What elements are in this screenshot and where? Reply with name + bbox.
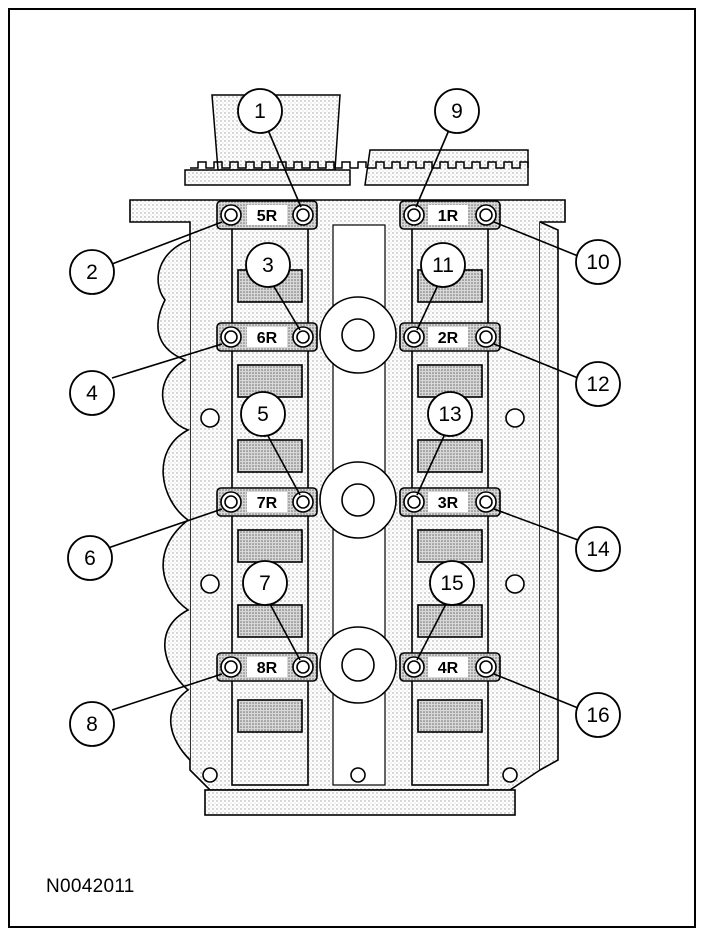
- cap-5r: [216, 200, 318, 230]
- cap-label-6r: 6R: [257, 330, 278, 347]
- cap-7r: [216, 487, 318, 517]
- callout-circle-16: [575, 692, 621, 738]
- callout-13: 13: [438, 403, 461, 426]
- callout-15: 15: [440, 572, 463, 595]
- cap-label-8r: 8R: [257, 660, 278, 677]
- cap-label-5r: 5R: [257, 208, 278, 225]
- callout-4: 4: [86, 382, 98, 405]
- callout-14: 14: [586, 538, 610, 561]
- cap-labels: 5R 1R 6R 2R 7R 3R 8R 4R: [257, 208, 459, 677]
- cap-label-3r: 3R: [438, 495, 459, 512]
- callout-circle-13: [427, 391, 473, 437]
- callout-3: 3: [262, 254, 274, 277]
- callout-10: 10: [586, 251, 609, 274]
- callout-circle-14: [575, 526, 621, 572]
- callout-circle-5: [240, 391, 286, 437]
- figure-code: N0042011: [46, 876, 135, 897]
- bearing-caps: [216, 200, 501, 682]
- callout-circles: [67, 88, 621, 747]
- callout-circle-2: [69, 249, 115, 295]
- callout-circle-8: [69, 701, 115, 747]
- callout-12: 12: [586, 373, 609, 396]
- cap-3r: [399, 487, 501, 517]
- cap-8r: [216, 652, 318, 682]
- cap-label-2r: 2R: [438, 330, 459, 347]
- callout-16: 16: [586, 704, 609, 727]
- cap-label-4r: 4R: [438, 660, 459, 677]
- callout-circle-1: [237, 88, 283, 134]
- callout-circle-6: [67, 535, 113, 581]
- cap-6r: [216, 322, 318, 352]
- callout-numbers: 1 2 3 4 5 6 7 8 9 10 11 12 13 14 15 16: [84, 100, 610, 736]
- callout-8: 8: [86, 713, 98, 736]
- callout-circle-15: [429, 560, 475, 606]
- callout-5: 5: [257, 403, 269, 426]
- callout-circle-3: [245, 242, 291, 288]
- callout-2: 2: [86, 261, 98, 284]
- callout-9: 9: [451, 100, 463, 123]
- callout-7: 7: [259, 572, 271, 595]
- figure-frame: [8, 8, 696, 928]
- leader-lines: [107, 129, 579, 711]
- callout-11: 11: [432, 254, 454, 277]
- callout-6: 6: [84, 547, 96, 570]
- cap-2r: [399, 322, 501, 352]
- cap-4r: [399, 652, 501, 682]
- callout-circle-7: [242, 560, 288, 606]
- callout-circle-11: [420, 242, 466, 288]
- cap-1r: [399, 200, 501, 230]
- callout-circle-9: [434, 88, 480, 134]
- cap-label-7r: 7R: [257, 495, 278, 512]
- callout-circle-12: [575, 361, 621, 407]
- cap-label-1r: 1R: [438, 208, 459, 225]
- callout-1: 1: [254, 100, 266, 123]
- callout-circle-4: [69, 370, 115, 416]
- callout-circle-10: [575, 239, 621, 285]
